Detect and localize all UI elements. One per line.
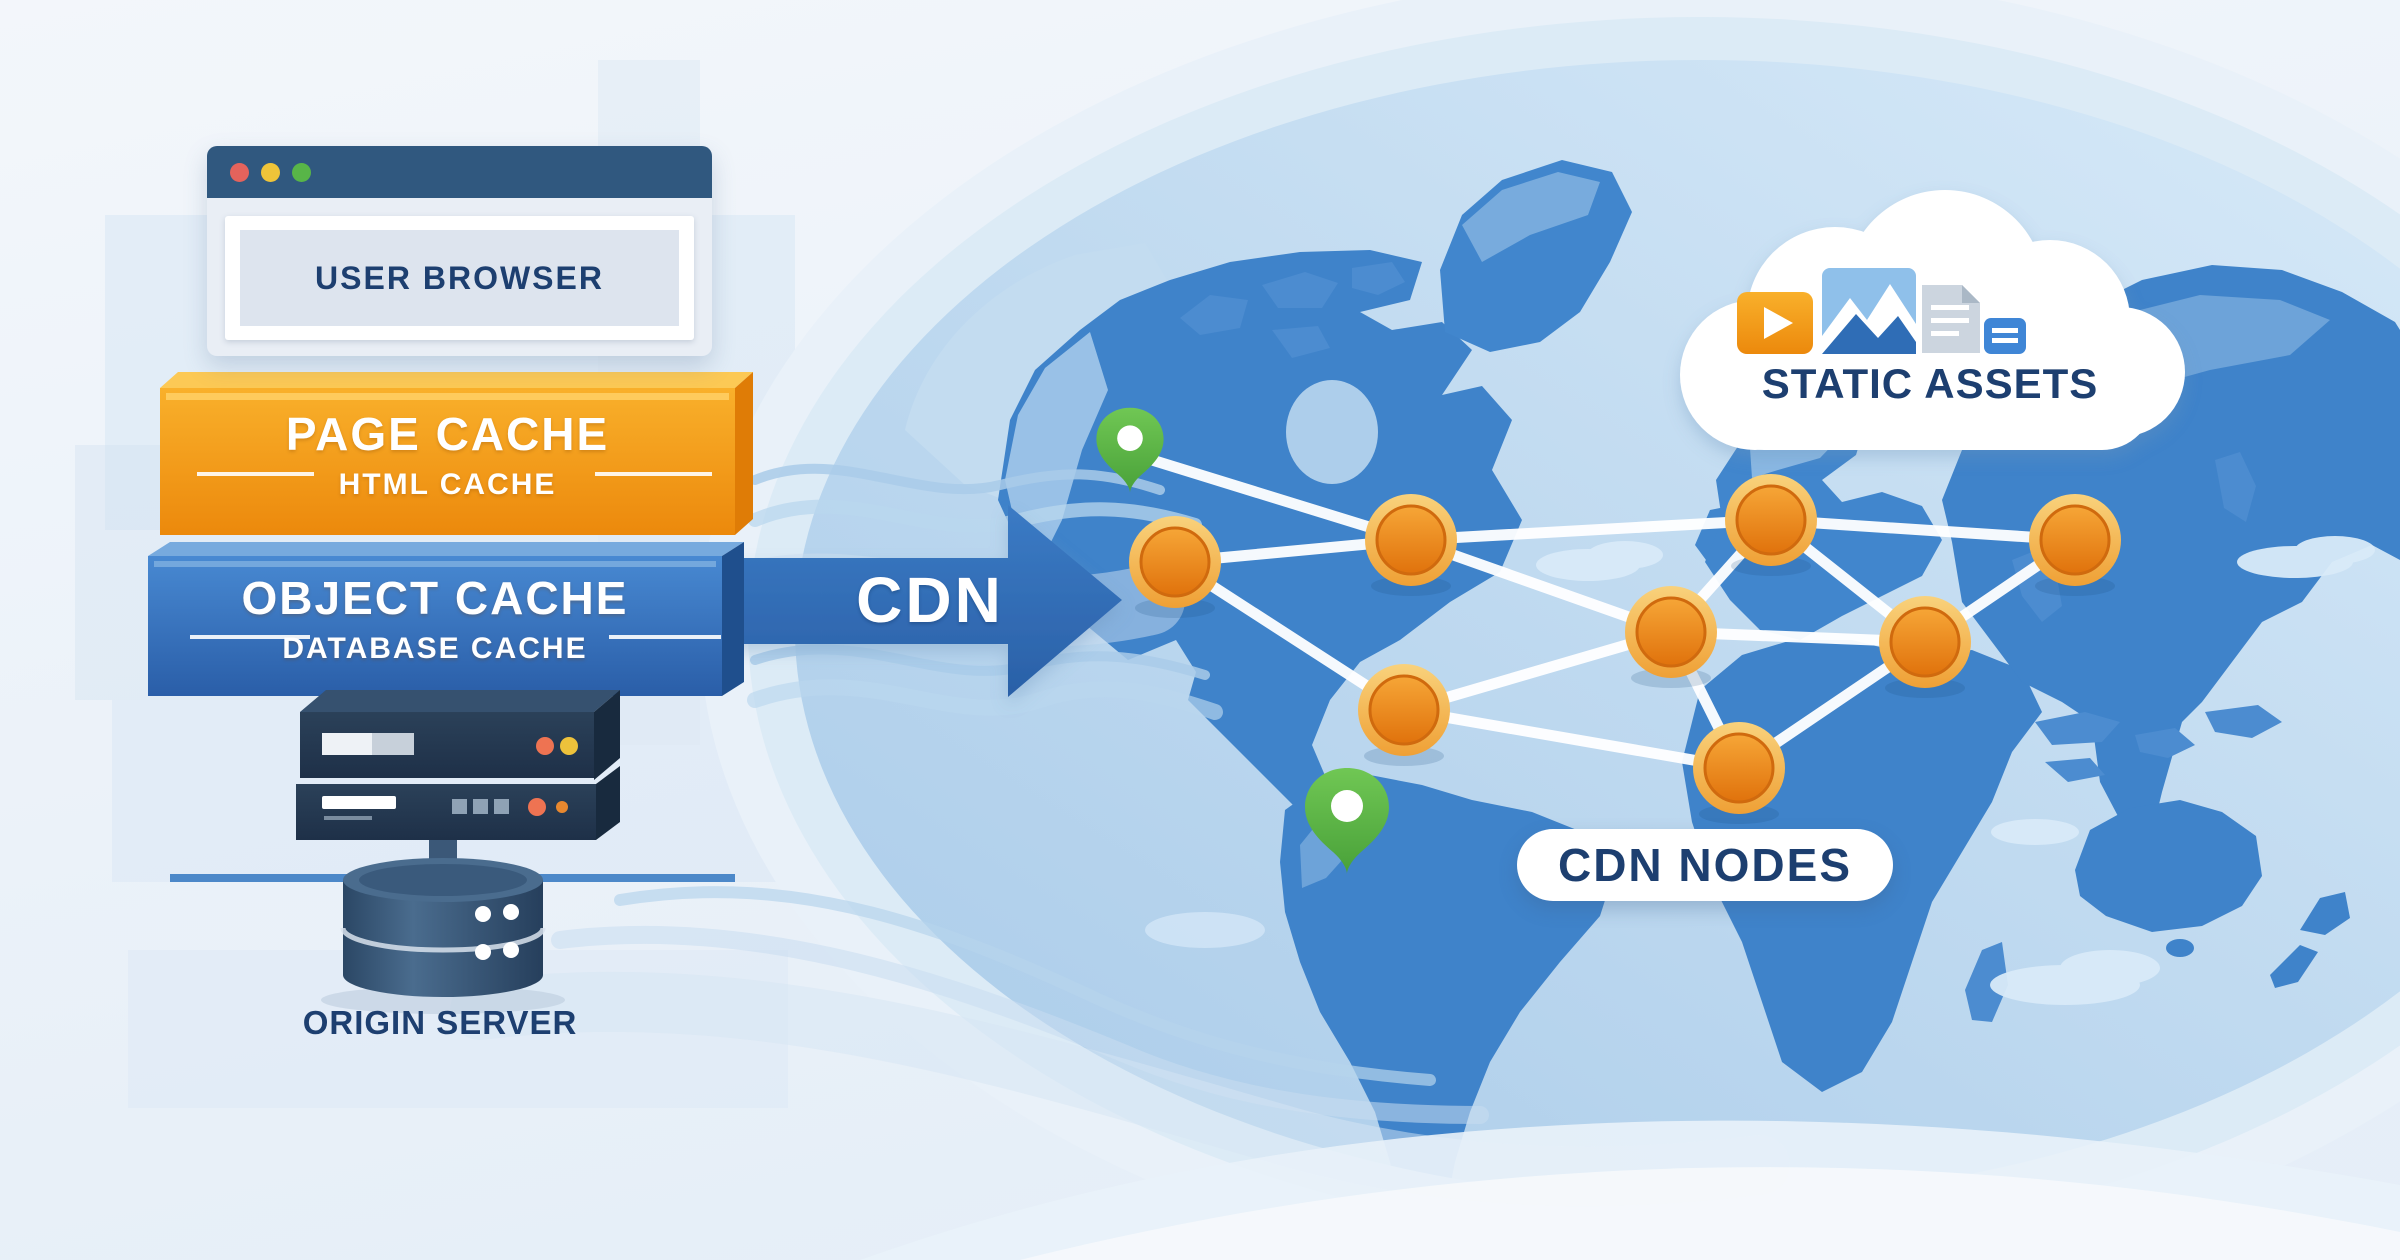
- object-cache-title: OBJECT CACHE: [241, 572, 629, 624]
- land-north-america: [998, 250, 1522, 812]
- maximize-dot-icon: [292, 163, 311, 182]
- browser-label: USER BROWSER: [240, 230, 679, 326]
- land-arctic-islands: [1180, 262, 1405, 358]
- cdn-nodes-label: CDN NODES: [1517, 829, 1893, 901]
- browser-window: USER BROWSER: [207, 146, 712, 356]
- document-icon: [1922, 285, 1980, 353]
- cdn-node: [1625, 586, 1717, 688]
- page-cache-subtitle: HTML CACHE: [338, 468, 557, 501]
- static-assets-label: STATIC ASSETS: [1761, 360, 2099, 407]
- browser-content-frame: USER BROWSER: [225, 216, 694, 340]
- minimize-dot-icon: [261, 163, 280, 182]
- bottom-swoosh: [860, 1120, 2400, 1260]
- origin-server-label: ORIGIN SERVER: [302, 1004, 578, 1041]
- cdn-arrow: [718, 505, 1122, 697]
- map-clouds: [1145, 536, 2375, 1005]
- page-cache-title: PAGE CACHE: [285, 408, 610, 460]
- browser-titlebar: [207, 146, 712, 198]
- cdn-node-markers: [1129, 474, 2121, 824]
- location-pin-icon: [1096, 407, 1164, 493]
- land-madagascar: [1965, 942, 2008, 1022]
- origin-server-icon: [296, 690, 620, 1014]
- cdn-node: [1725, 474, 1817, 576]
- cdn-node: [1693, 722, 1785, 824]
- cdn-arrow-label: CDN: [856, 564, 1004, 636]
- asset-icons: [1737, 268, 2026, 354]
- cdn-node: [1365, 494, 1457, 596]
- video-icon: [1737, 292, 1813, 354]
- land-australia: [2075, 800, 2262, 932]
- cdn-node: [2029, 494, 2121, 596]
- object-cache-subtitle: DATABASE CACHE: [282, 632, 588, 665]
- page-cache-box: [160, 372, 753, 535]
- note-icon: [1984, 318, 2026, 354]
- land-new-zealand: [2270, 892, 2350, 988]
- cdn-node: [1879, 596, 1971, 698]
- image-icon: [1822, 268, 1916, 354]
- close-dot-icon: [230, 163, 249, 182]
- object-cache-box: [148, 542, 744, 696]
- location-pin-icon: [1305, 768, 1389, 874]
- cdn-node: [1358, 664, 1450, 766]
- cdn-node: [1129, 516, 1221, 618]
- land-indonesia: [2035, 705, 2282, 782]
